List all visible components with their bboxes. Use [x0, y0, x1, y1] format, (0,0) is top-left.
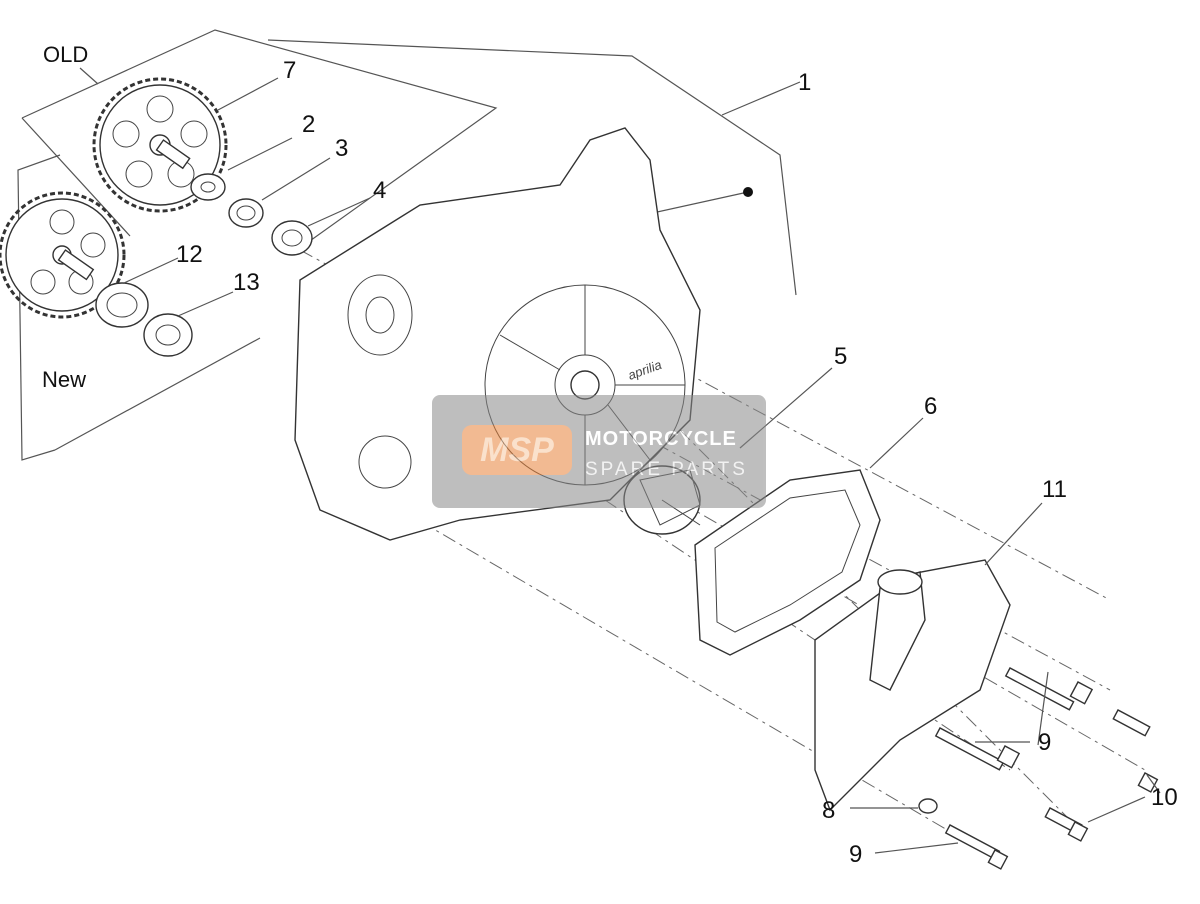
part-number-5: 5 — [834, 343, 847, 370]
part-number-8: 8 — [822, 797, 835, 824]
watermark: MSP MOTORCYCLE SPARE PARTS — [432, 395, 766, 508]
watermark-line2: SPARE PARTS — [585, 459, 748, 480]
washer-2 — [190, 173, 226, 201]
bolt-9-lower — [944, 824, 1009, 870]
seal-4 — [271, 220, 313, 256]
part-number-9-lower: 9 — [849, 841, 862, 868]
gear-7 — [92, 77, 228, 213]
spacer-3 — [228, 198, 264, 228]
part-1-bracket — [267, 39, 801, 296]
part-number-3: 3 — [335, 135, 348, 162]
gasket-6 — [694, 469, 881, 656]
group-label-old: OLD — [43, 42, 88, 67]
part-number-2: 2 — [302, 111, 315, 138]
bolt-9-upper — [1004, 667, 1094, 711]
bolt-9-middle — [934, 727, 1021, 771]
part-number-11: 11 — [1042, 476, 1067, 503]
part-number-12: 12 — [176, 241, 203, 268]
part-number-13: 13 — [233, 269, 260, 296]
group-label-new: New — [42, 367, 86, 392]
bearing-13 — [143, 313, 193, 357]
seal-12 — [95, 282, 149, 328]
bolt-10-upper — [1112, 709, 1159, 793]
part-number-10: 10 — [1151, 784, 1178, 811]
bolts — [918, 667, 1159, 870]
washer-8 — [918, 798, 938, 814]
leader-lines — [123, 77, 1161, 854]
gear-new — [0, 191, 126, 319]
watermark-line1: MOTORCYCLE — [585, 428, 737, 450]
part-number-4: 4 — [373, 177, 386, 204]
part-number-7: 7 — [283, 57, 296, 84]
bolt-10-lower — [1044, 807, 1089, 842]
old-new-group-frames — [17, 29, 498, 461]
watermark-badge: MSP — [480, 431, 554, 469]
part-number-6: 6 — [924, 393, 937, 420]
pump-cover-11 — [814, 559, 1011, 812]
part-number-1: 1 — [798, 69, 811, 96]
part-number-9-upper: 9 — [1038, 729, 1051, 756]
